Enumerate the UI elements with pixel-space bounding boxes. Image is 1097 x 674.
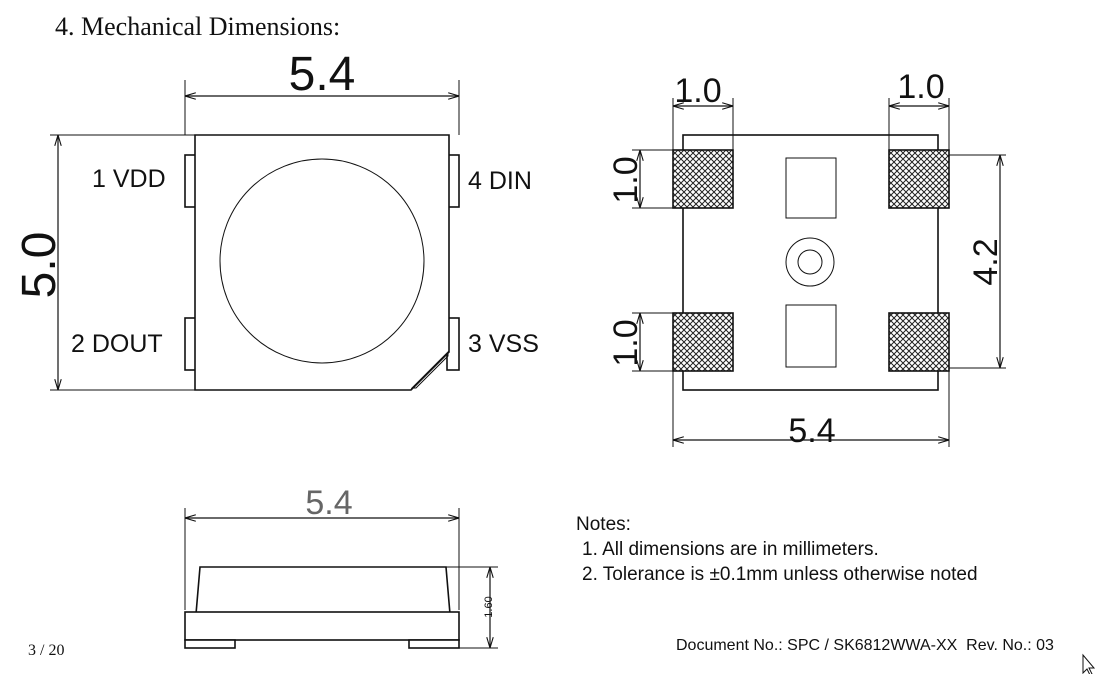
top-width-dimension: 5.4 bbox=[289, 48, 356, 101]
bottom-view: 1.0 1.0 1.0 1.0 4.2 5.4 bbox=[607, 68, 1006, 450]
side-view: 5.4 1.60 bbox=[184, 484, 498, 649]
pin-label-vss: 3 VSS bbox=[468, 330, 539, 358]
led-lens bbox=[219, 158, 425, 364]
pad-bottom-right bbox=[888, 312, 950, 372]
bottom-width-dimension: 5.4 bbox=[788, 412, 835, 450]
pad-top-right bbox=[888, 149, 950, 209]
notes-heading: Notes: bbox=[576, 514, 631, 535]
pin-label-dout: 2 DOUT bbox=[71, 330, 163, 358]
notes: Notes: 1. All dimensions are in millimet… bbox=[576, 514, 978, 585]
page-number: 3 / 20 bbox=[28, 642, 64, 659]
pad-width-left-dimension: 1.0 bbox=[674, 72, 721, 110]
pin-label-din: 4 DIN bbox=[468, 167, 532, 195]
pad-width-right-dimension: 1.0 bbox=[897, 68, 944, 106]
pad-span-dimension: 4.2 bbox=[967, 238, 1005, 285]
note-item-2: 2. Tolerance is ±0.1mm unless otherwise … bbox=[582, 564, 978, 585]
side-height-dimension: 1.60 bbox=[483, 596, 495, 617]
mouse-cursor-icon bbox=[1082, 653, 1096, 674]
document-number: Document No.: SPC / SK6812WWA-XX Rev. No… bbox=[676, 637, 1054, 654]
side-width-dimension: 5.4 bbox=[305, 484, 352, 522]
note-item-1: 1. All dimensions are in millimeters. bbox=[582, 539, 879, 560]
pin-label-vdd: 1 VDD bbox=[92, 165, 166, 193]
section-title: 4. Mechanical Dimensions: bbox=[55, 12, 340, 41]
pad-height-bottom-dimension: 1.0 bbox=[607, 319, 645, 366]
pad-bottom-left bbox=[672, 312, 734, 372]
top-height-dimension: 5.0 bbox=[13, 232, 66, 299]
pad-height-top-dimension: 1.0 bbox=[607, 156, 645, 203]
pad-top-left bbox=[672, 149, 734, 209]
top-view: 5.4 5.0 1 VDD 2 DOUT 4 DIN 3 VSS bbox=[13, 48, 539, 391]
